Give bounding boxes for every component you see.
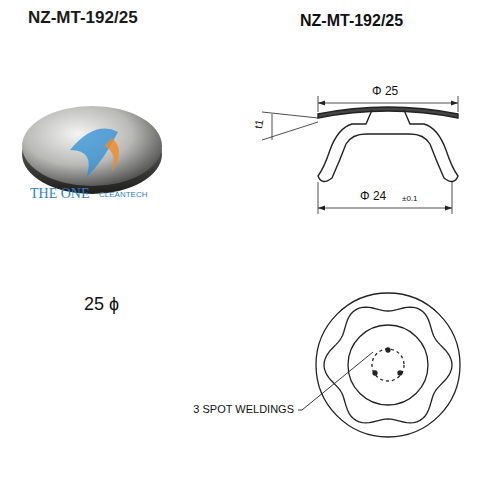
dimension: Φ 25 [372,84,398,98]
dimension: Φ 24 [360,189,386,203]
cap-photo [22,106,162,194]
part-title: NZ-MT-192/25 [28,8,138,28]
watermark: THE ONE [30,186,90,202]
part-title: NZ-MT-192/25 [300,12,403,30]
size-label: 25 ϕ [84,294,119,315]
watermark: CLEANTECH [99,190,147,199]
bottom-view [298,293,460,437]
tolerance: ±0.1 [402,194,418,203]
side-view [262,96,458,214]
thickness: t1 [252,118,265,129]
callout: 3 SPOT WELDINGS [193,403,294,415]
